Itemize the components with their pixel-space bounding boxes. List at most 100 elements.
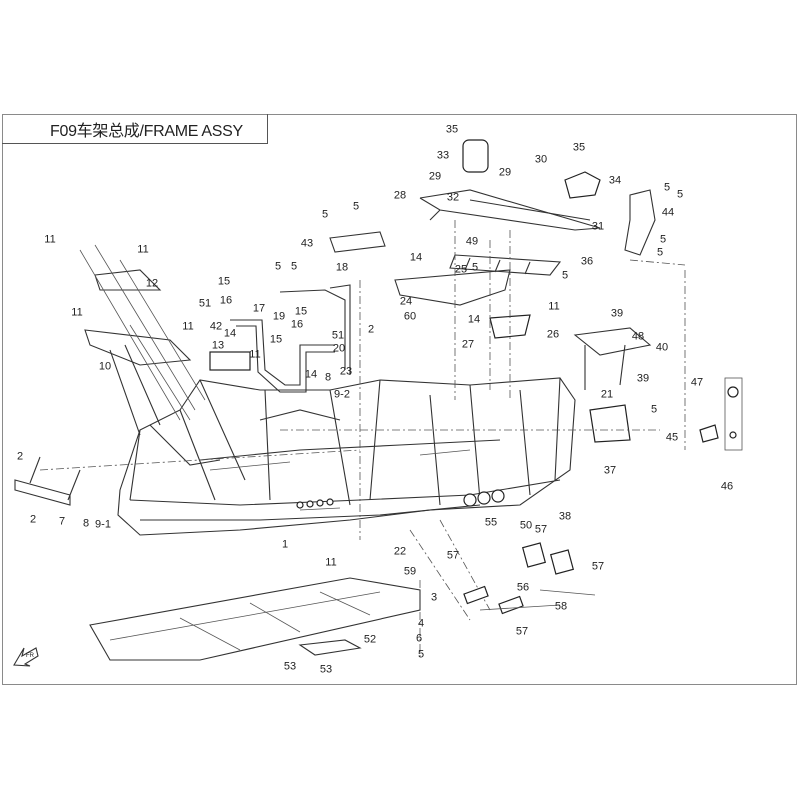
- callout-part-34[interactable]: 34: [608, 174, 622, 187]
- callout-part-11[interactable]: 11: [44, 233, 56, 246]
- callout-part-5[interactable]: 5: [656, 246, 664, 259]
- callout-part-24[interactable]: 24: [399, 295, 413, 308]
- callout-part-19[interactable]: 19: [272, 310, 286, 323]
- callout-part-59[interactable]: 59: [403, 565, 417, 578]
- callout-part-13[interactable]: 13: [211, 339, 225, 352]
- callout-part-28[interactable]: 28: [393, 189, 407, 202]
- callout-part-42[interactable]: 42: [209, 320, 223, 333]
- callout-part-55[interactable]: 55: [484, 516, 498, 529]
- callout-part-36[interactable]: 36: [580, 255, 594, 268]
- callout-part-1[interactable]: 1: [281, 538, 289, 551]
- callout-part-60[interactable]: 60: [403, 310, 417, 323]
- callout-part-22[interactable]: 22: [393, 545, 407, 558]
- callout-part-37[interactable]: 37: [603, 464, 617, 477]
- callout-part-4[interactable]: 4: [417, 617, 425, 630]
- callout-part-25[interactable]: 25: [454, 263, 468, 276]
- callout-part-38[interactable]: 38: [558, 510, 572, 523]
- callout-part-16[interactable]: 16: [290, 318, 304, 331]
- callout-part-9-2[interactable]: 9-2: [334, 388, 350, 401]
- callout-part-51[interactable]: 51: [198, 297, 212, 310]
- callout-part-30[interactable]: 30: [534, 153, 548, 166]
- callout-part-35[interactable]: 35: [572, 141, 586, 154]
- callout-part-5[interactable]: 5: [659, 233, 667, 246]
- callout-part-35[interactable]: 35: [445, 123, 459, 136]
- callout-part-9-1[interactable]: 9-1: [95, 518, 111, 531]
- callout-part-11[interactable]: 11: [548, 300, 560, 313]
- callout-part-5[interactable]: 5: [650, 403, 658, 416]
- callout-part-14[interactable]: 14: [409, 251, 423, 264]
- callout-part-11[interactable]: 11: [137, 243, 149, 256]
- callout-part-15[interactable]: 15: [269, 333, 283, 346]
- callout-part-11[interactable]: 11: [71, 306, 83, 319]
- callout-part-14[interactable]: 14: [223, 327, 237, 340]
- callout-part-39[interactable]: 39: [610, 307, 624, 320]
- callout-part-5[interactable]: 5: [663, 181, 671, 194]
- callout-part-45[interactable]: 45: [665, 431, 679, 444]
- callout-part-29[interactable]: 29: [498, 166, 512, 179]
- callout-part-43[interactable]: 43: [300, 237, 314, 250]
- callout-part-5[interactable]: 5: [561, 269, 569, 282]
- callout-part-8[interactable]: 8: [324, 371, 332, 384]
- callout-part-5[interactable]: 5: [274, 260, 282, 273]
- callout-part-58[interactable]: 58: [554, 600, 568, 613]
- callout-part-26[interactable]: 26: [546, 328, 560, 341]
- seat-rack-assembly: [329, 139, 743, 451]
- callout-part-12[interactable]: 12: [145, 277, 159, 290]
- callout-part-10[interactable]: 10: [98, 360, 112, 373]
- callout-part-50[interactable]: 50: [519, 519, 533, 532]
- front-bracket-tubes: [79, 244, 206, 436]
- callout-part-53[interactable]: 53: [283, 660, 297, 673]
- callout-part-5[interactable]: 5: [321, 208, 329, 221]
- callout-part-11[interactable]: 11: [249, 348, 261, 361]
- callout-part-57[interactable]: 57: [534, 523, 548, 536]
- callout-part-56[interactable]: 56: [516, 581, 530, 594]
- callout-part-5[interactable]: 5: [417, 648, 425, 661]
- callout-part-11[interactable]: 11: [325, 556, 337, 569]
- callout-part-57[interactable]: 57: [515, 625, 529, 638]
- callout-part-23[interactable]: 23: [339, 365, 353, 378]
- callout-part-31[interactable]: 31: [591, 220, 605, 233]
- callout-part-49[interactable]: 49: [465, 235, 479, 248]
- callout-part-14[interactable]: 14: [304, 368, 318, 381]
- callout-part-2[interactable]: 2: [29, 513, 37, 526]
- callout-part-51[interactable]: 51: [331, 329, 345, 342]
- callout-part-2[interactable]: 2: [367, 323, 375, 336]
- callout-part-18[interactable]: 18: [335, 261, 349, 274]
- callout-part-57[interactable]: 57: [591, 560, 605, 573]
- callout-part-14[interactable]: 14: [467, 313, 481, 326]
- callout-part-17[interactable]: 17: [252, 302, 266, 315]
- callout-part-48[interactable]: 48: [631, 330, 645, 343]
- callout-part-5[interactable]: 5: [290, 260, 298, 273]
- callout-part-3[interactable]: 3: [430, 591, 438, 604]
- callout-part-40[interactable]: 40: [655, 341, 669, 354]
- callout-part-29[interactable]: 29: [428, 170, 442, 183]
- front-direction-arrow-icon: [13, 647, 39, 667]
- callout-part-5[interactable]: 5: [676, 188, 684, 201]
- callout-part-32[interactable]: 32: [446, 191, 460, 204]
- callout-part-27[interactable]: 27: [461, 338, 475, 351]
- callout-part-57[interactable]: 57: [446, 549, 460, 562]
- callout-part-53[interactable]: 53: [319, 663, 333, 676]
- callout-part-11[interactable]: 11: [182, 320, 194, 333]
- assembly-guide-lines: [39, 220, 686, 660]
- callout-part-5[interactable]: 5: [471, 261, 479, 274]
- callout-part-2[interactable]: 2: [16, 450, 24, 463]
- callout-part-47[interactable]: 47: [690, 376, 704, 389]
- callout-part-44[interactable]: 44: [661, 206, 675, 219]
- callout-part-5[interactable]: 5: [352, 200, 360, 213]
- callout-part-15[interactable]: 15: [294, 305, 308, 318]
- callout-part-20[interactable]: 20: [332, 342, 346, 355]
- tube-assemblies: [209, 284, 351, 393]
- callout-part-39[interactable]: 39: [636, 372, 650, 385]
- callout-part-8[interactable]: 8: [82, 517, 90, 530]
- callout-part-33[interactable]: 33: [436, 149, 450, 162]
- callout-part-15[interactable]: 15: [217, 275, 231, 288]
- skid-plate: [89, 577, 421, 661]
- callout-part-16[interactable]: 16: [219, 294, 233, 307]
- callout-part-21[interactable]: 21: [600, 388, 614, 401]
- callout-part-46[interactable]: 46: [720, 480, 734, 493]
- callout-part-6[interactable]: 6: [415, 632, 423, 645]
- callout-part-7[interactable]: 7: [58, 515, 66, 528]
- callout-part-52[interactable]: 52: [363, 633, 377, 646]
